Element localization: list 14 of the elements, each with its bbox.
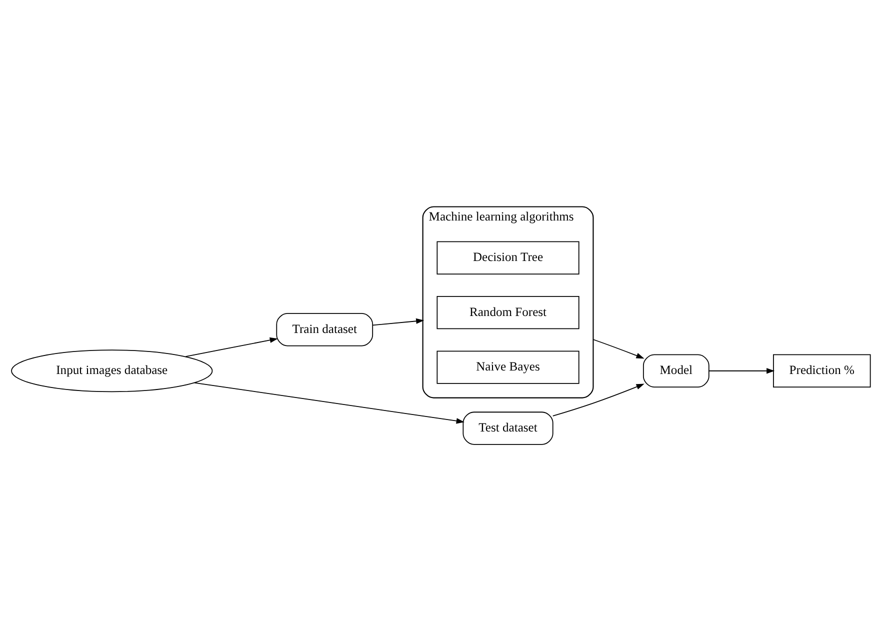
- arrow: [552, 384, 644, 416]
- node-box: Model: [642, 354, 710, 388]
- arrow: [372, 318, 424, 326]
- node-box: Prediction %: [773, 354, 871, 388]
- node-box: Decision Tree: [436, 241, 580, 274]
- node-ellipse: Input images database: [11, 350, 213, 392]
- node-box: Test dataset: [462, 412, 554, 445]
- arrow: [708, 368, 775, 374]
- node-box: Train dataset: [276, 313, 374, 346]
- node-box: Random Forest: [436, 296, 580, 330]
- arrow: [592, 339, 644, 359]
- arrow: [194, 382, 464, 424]
- arrow: [185, 337, 278, 358]
- node-box: Naive Bayes: [436, 350, 580, 384]
